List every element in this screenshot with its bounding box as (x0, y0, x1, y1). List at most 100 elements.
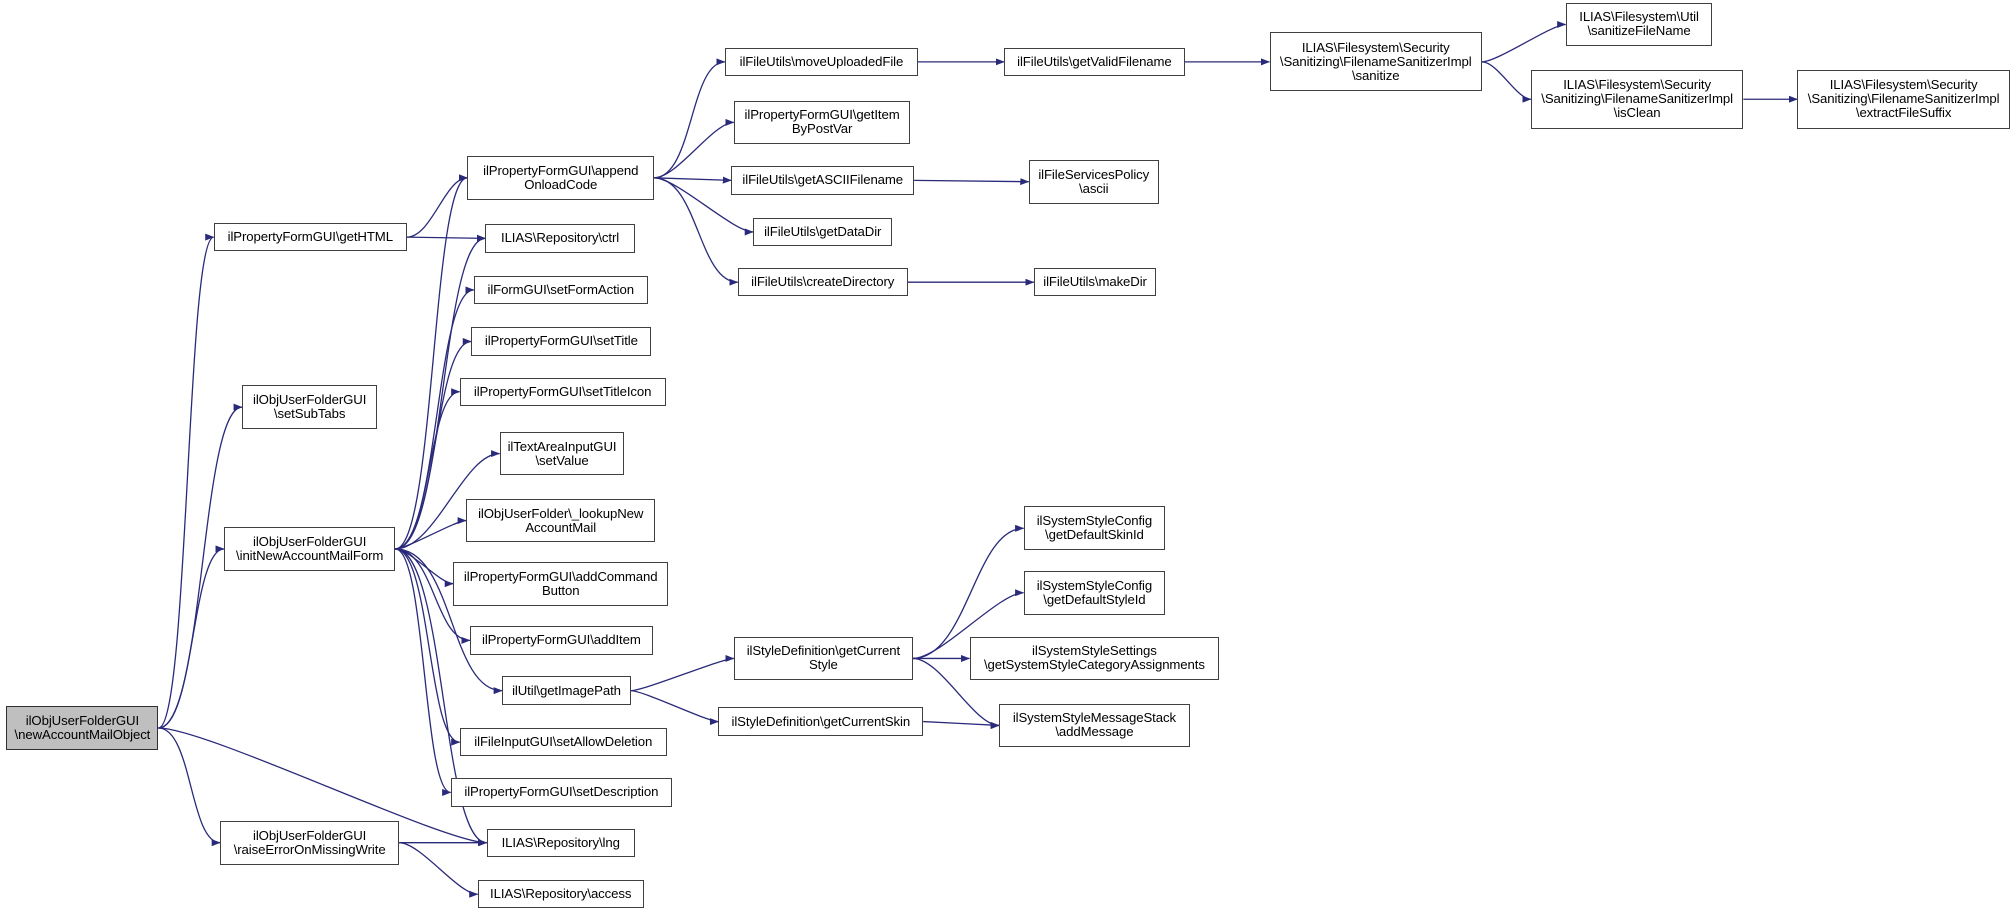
graph-node-label: ilFormGUI\setFormAction (487, 281, 634, 297)
graph-edge (395, 548, 503, 695)
graph-node-label: ilObjUserFolderGUI \setSubTabs (253, 392, 367, 422)
graph-node-label: ilTextAreaInputGUI \setValue (507, 438, 617, 468)
graph-node-label: ilSystemStyleSettings \getSystemStyleCat… (983, 643, 1205, 673)
graph-node-label: ilFileUtils\createDirectory (751, 274, 895, 290)
graph-node[interactable]: ilStyleDefinition\getCurrent Style (733, 636, 913, 681)
graph-node-label: ILIAS\Filesystem\Security \Sanitizing\Fi… (1279, 39, 1472, 83)
graph-node-label: ilObjUserFolderGUI \raiseErrorOnMissingW… (233, 827, 386, 857)
graph-node-label: ILIAS\Repository\lng (501, 834, 620, 850)
graph-edge (395, 548, 471, 644)
graph-node[interactable]: ILIAS\Filesystem\Security \Sanitizing\Fi… (1530, 69, 1744, 129)
graph-node[interactable]: ilFileInputGUI\setAllowDeletion (459, 728, 667, 757)
graph-node-label: ilPropertyFormGUI\addItem (481, 632, 641, 648)
graph-node-label: ilPropertyFormGUI\setDescription (464, 784, 659, 800)
graph-edge (158, 727, 221, 847)
graph-node[interactable]: ilPropertyFormGUI\append OnloadCode (467, 155, 655, 200)
graph-node[interactable]: ilPropertyFormGUI\getHTML (213, 222, 407, 252)
graph-edge (395, 286, 475, 550)
graph-node-label: ilStyleDefinition\getCurrent Style (746, 643, 901, 673)
graph-node[interactable]: ilStyleDefinition\getCurrentSkin (718, 707, 924, 736)
graph-node[interactable]: ilObjUserFolderGUI \raiseErrorOnMissingW… (220, 820, 400, 865)
graph-node[interactable]: ilSystemStyleSettings \getSystemStyleCat… (969, 636, 1220, 681)
graph-node[interactable]: ILIAS\Repository\access (477, 880, 644, 909)
graph-node-label: ilObjUserFolderGUI \initNewAccountMailFo… (236, 533, 384, 563)
graph-edge (158, 545, 225, 729)
edge-paths (158, 21, 1798, 898)
graph-node[interactable]: ilFormGUI\setFormAction (473, 275, 648, 305)
graph-edge (395, 388, 461, 550)
graph-node[interactable]: ilFileUtils\createDirectory (737, 268, 908, 297)
graph-edge (399, 842, 479, 898)
graph-node-label: ILIAS\Repository\ctrl (501, 230, 620, 246)
graph-node[interactable]: ilSystemStyleMessageStack \addMessage (999, 703, 1190, 748)
graph-node-label: ilPropertyFormGUI\addCommand Button (463, 568, 658, 598)
graph-node-label: ILIAS\Repository\access (490, 886, 632, 902)
graph-edge (395, 548, 461, 746)
graph-node-label: ilFileUtils\getDataDir (764, 223, 882, 239)
graph-edge (630, 690, 719, 726)
graph-node[interactable]: ilPropertyFormGUI\getItem ByPostVar (733, 100, 911, 145)
graph-node[interactable]: ilFileUtils\getDataDir (753, 217, 893, 247)
graph-edge (654, 177, 739, 286)
graph-node[interactable]: ilSystemStyleConfig \getDefaultStyleId (1023, 570, 1166, 615)
graph-node[interactable]: ilPropertyFormGUI\addItem (469, 626, 653, 655)
graph-edge (158, 727, 488, 847)
graph-node[interactable]: ilPropertyFormGUI\setTitleIcon (459, 377, 666, 406)
graph-node-label: ilFileUtils\makeDir (1043, 274, 1147, 290)
graph-edge (158, 233, 215, 729)
graph-edge (654, 58, 726, 179)
graph-node-label: ilPropertyFormGUI\append OnloadCode (483, 162, 639, 192)
graph-node[interactable]: ilUtil\getImagePath (502, 676, 631, 705)
graph-edge (914, 178, 1030, 186)
graph-edge (654, 176, 732, 184)
graph-edge (395, 174, 468, 550)
graph-node-label: ilFileUtils\getASCIIFilename (742, 172, 904, 188)
graph-node[interactable]: ilFileUtils\getValidFilename (1004, 47, 1185, 77)
graph-node[interactable]: ILIAS\Repository\lng (486, 828, 635, 857)
graph-edge (1481, 21, 1567, 63)
graph-edge (395, 548, 452, 796)
graph-node-label: ilObjUserFolder\_lookupNew AccountMail (478, 505, 644, 535)
graph-node[interactable]: ilSystemStyleConfig \getDefaultSkinId (1023, 506, 1166, 551)
graph-node-label: ilPropertyFormGUI\getItem ByPostVar (744, 107, 900, 137)
graph-edge (630, 654, 735, 692)
graph-node[interactable]: ilFileUtils\makeDir (1033, 268, 1157, 297)
graph-node[interactable]: ilFileUtils\moveUploadedFile (724, 47, 918, 77)
graph-edge (395, 517, 467, 550)
graph-node-label: ilSystemStyleConfig \getDefaultSkinId (1036, 513, 1153, 543)
graph-node[interactable]: ILIAS\Filesystem\Security \Sanitizing\Fi… (1269, 32, 1482, 92)
graph-node[interactable]: ILIAS\Filesystem\Security \Sanitizing\Fi… (1797, 69, 2010, 129)
graph-edge (912, 657, 1000, 729)
graph-node[interactable]: ilObjUserFolderGUI \initNewAccountMailFo… (224, 527, 396, 571)
graph-node-label: ilPropertyFormGUI\setTitleIcon (473, 383, 652, 399)
graph-node-label: ILIAS\Filesystem\Util \sanitizeFileName (1579, 9, 1699, 39)
graph-edge (923, 720, 1000, 729)
graph-node-label: ilSystemStyleMessageStack \addMessage (1012, 710, 1176, 740)
graph-node[interactable]: ilPropertyFormGUI\setTitle (471, 327, 652, 356)
graph-node[interactable]: ILIAS\Filesystem\Util \sanitizeFileName (1565, 2, 1713, 47)
graph-node-label: ilSystemStyleConfig \getDefaultStyleId (1036, 577, 1153, 607)
graph-node-label: ilFileServicesPolicy \ascii (1038, 166, 1150, 196)
graph-node-label: ilObjUserFolderGUI \newAccountMailObject (14, 713, 151, 742)
graph-node[interactable]: ilObjUserFolder\_lookupNew AccountMail (466, 498, 656, 543)
graph-node[interactable]: ILIAS\Repository\ctrl (485, 224, 635, 253)
graph-node-label: ILIAS\Filesystem\Security \Sanitizing\Fi… (1807, 77, 2000, 121)
graph-node[interactable]: ilPropertyFormGUI\addCommand Button (453, 561, 669, 606)
graph-edge (1481, 61, 1532, 103)
graph-edge (654, 118, 735, 179)
graph-node-root[interactable]: ilObjUserFolderGUI \newAccountMailObject (6, 706, 159, 750)
graph-node-label: ilStyleDefinition\getCurrentSkin (731, 713, 911, 729)
graph-node[interactable]: ilObjUserFolderGUI \setSubTabs (242, 385, 378, 430)
graph-node-label: ilPropertyFormGUI\setTitle (484, 333, 638, 349)
graph-node-label: ilPropertyFormGUI\getHTML (227, 229, 393, 245)
graph-node[interactable]: ilFileUtils\getASCIIFilename (731, 166, 915, 195)
graph-edge (912, 589, 1025, 660)
graph-node-label: ilFileUtils\moveUploadedFile (739, 53, 904, 69)
graph-node[interactable]: ilPropertyFormGUI\setDescription (450, 778, 673, 807)
graph-node-label: ilUtil\getImagePath (512, 682, 621, 698)
graph-node-label: ilFileUtils\getValidFilename (1017, 53, 1172, 69)
graph-node[interactable]: ilTextAreaInputGUI \setValue (499, 431, 625, 476)
graph-node[interactable]: ilFileServicesPolicy \ascii (1028, 159, 1159, 204)
